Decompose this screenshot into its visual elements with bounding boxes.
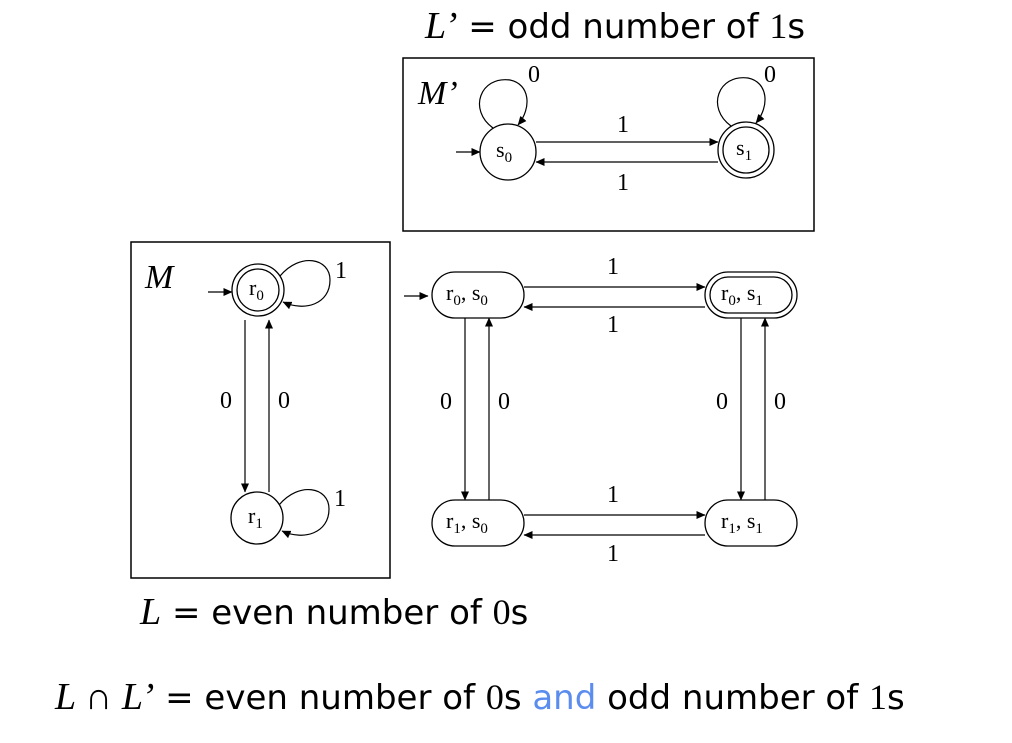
self-loop-s1	[716, 77, 766, 127]
edge-label: 0	[774, 389, 786, 415]
edge-label: 0	[528, 62, 540, 88]
equals-sign: =	[165, 678, 194, 718]
m-prime-label: M’	[417, 75, 458, 112]
edge-label: 0	[716, 389, 728, 415]
caption-text-1: even number of	[204, 678, 475, 718]
edge-label: 0	[498, 389, 510, 415]
caption-text: odd number of	[507, 7, 759, 47]
state-r1-s1: r1, s1	[704, 499, 798, 547]
equals-sign: =	[171, 593, 201, 633]
equals-sign: =	[468, 7, 497, 47]
and-keyword: and	[532, 678, 597, 718]
self-loop-r1	[278, 489, 330, 539]
state-r0-s1-accepting: r0, s1	[704, 271, 798, 319]
edge-label: 1	[607, 541, 619, 567]
edge-label: 1	[607, 312, 619, 338]
svg-text:r1: r1	[248, 503, 263, 532]
svg-text:r0, s1: r0, s1	[721, 280, 763, 309]
edge-label: 1	[607, 482, 619, 508]
caption-number: 1	[769, 6, 788, 46]
caption-suffix: s	[787, 7, 806, 47]
state-s0: s0	[479, 123, 537, 181]
edge-label: 1	[607, 254, 619, 280]
state-s1-accepting: s1	[717, 121, 775, 179]
state-r0-accepting: r0	[231, 263, 285, 317]
edge-label: 0	[764, 62, 776, 88]
l-symbol: L	[140, 591, 162, 633]
caption-number-2: 1	[869, 677, 887, 717]
edge-label: 0	[440, 389, 452, 415]
svg-text:r0: r0	[249, 275, 264, 304]
edge-label: 0	[220, 388, 232, 414]
caption-l-prime: L’ = odd number of 1s	[425, 4, 805, 48]
m-prime-box	[402, 57, 815, 232]
svg-text:r1, s0: r1, s0	[446, 508, 488, 537]
edge-label: 1	[617, 170, 629, 196]
state-r1-s0: r1, s0	[431, 499, 525, 547]
caption-suffix-1: s	[503, 678, 522, 718]
caption-suffix-2: s	[887, 678, 905, 718]
svg-text:s1: s1	[736, 135, 752, 164]
self-loop-s0	[478, 79, 528, 129]
l-prime-symbol: L’	[425, 5, 458, 47]
state-r0-s0: r0, s0	[431, 271, 525, 319]
edge-label: 0	[278, 388, 290, 414]
svg-text:r1, s1: r1, s1	[721, 508, 763, 537]
caption-number: 0	[492, 592, 511, 632]
svg-text:s0: s0	[496, 137, 512, 166]
intersection-symbol: L ∩ L’	[55, 676, 155, 718]
caption-suffix: s	[510, 593, 529, 633]
m-box	[130, 241, 391, 579]
svg-text:r0, s0: r0, s0	[446, 280, 488, 309]
edge-label: 1	[334, 486, 346, 512]
edge-label: 1	[617, 112, 629, 138]
state-r1: r1	[230, 491, 284, 545]
caption-intersection: L ∩ L’ = even number of 0s and odd numbe…	[55, 675, 905, 719]
self-loop-r0	[279, 260, 331, 310]
m-label: M	[144, 259, 175, 296]
caption-number-1: 0	[485, 677, 504, 717]
edge-label: 1	[335, 258, 347, 284]
caption-text: even number of	[211, 593, 482, 633]
caption-l: L = even number of 0s	[140, 590, 528, 634]
caption-text-2: odd number of	[607, 678, 859, 718]
